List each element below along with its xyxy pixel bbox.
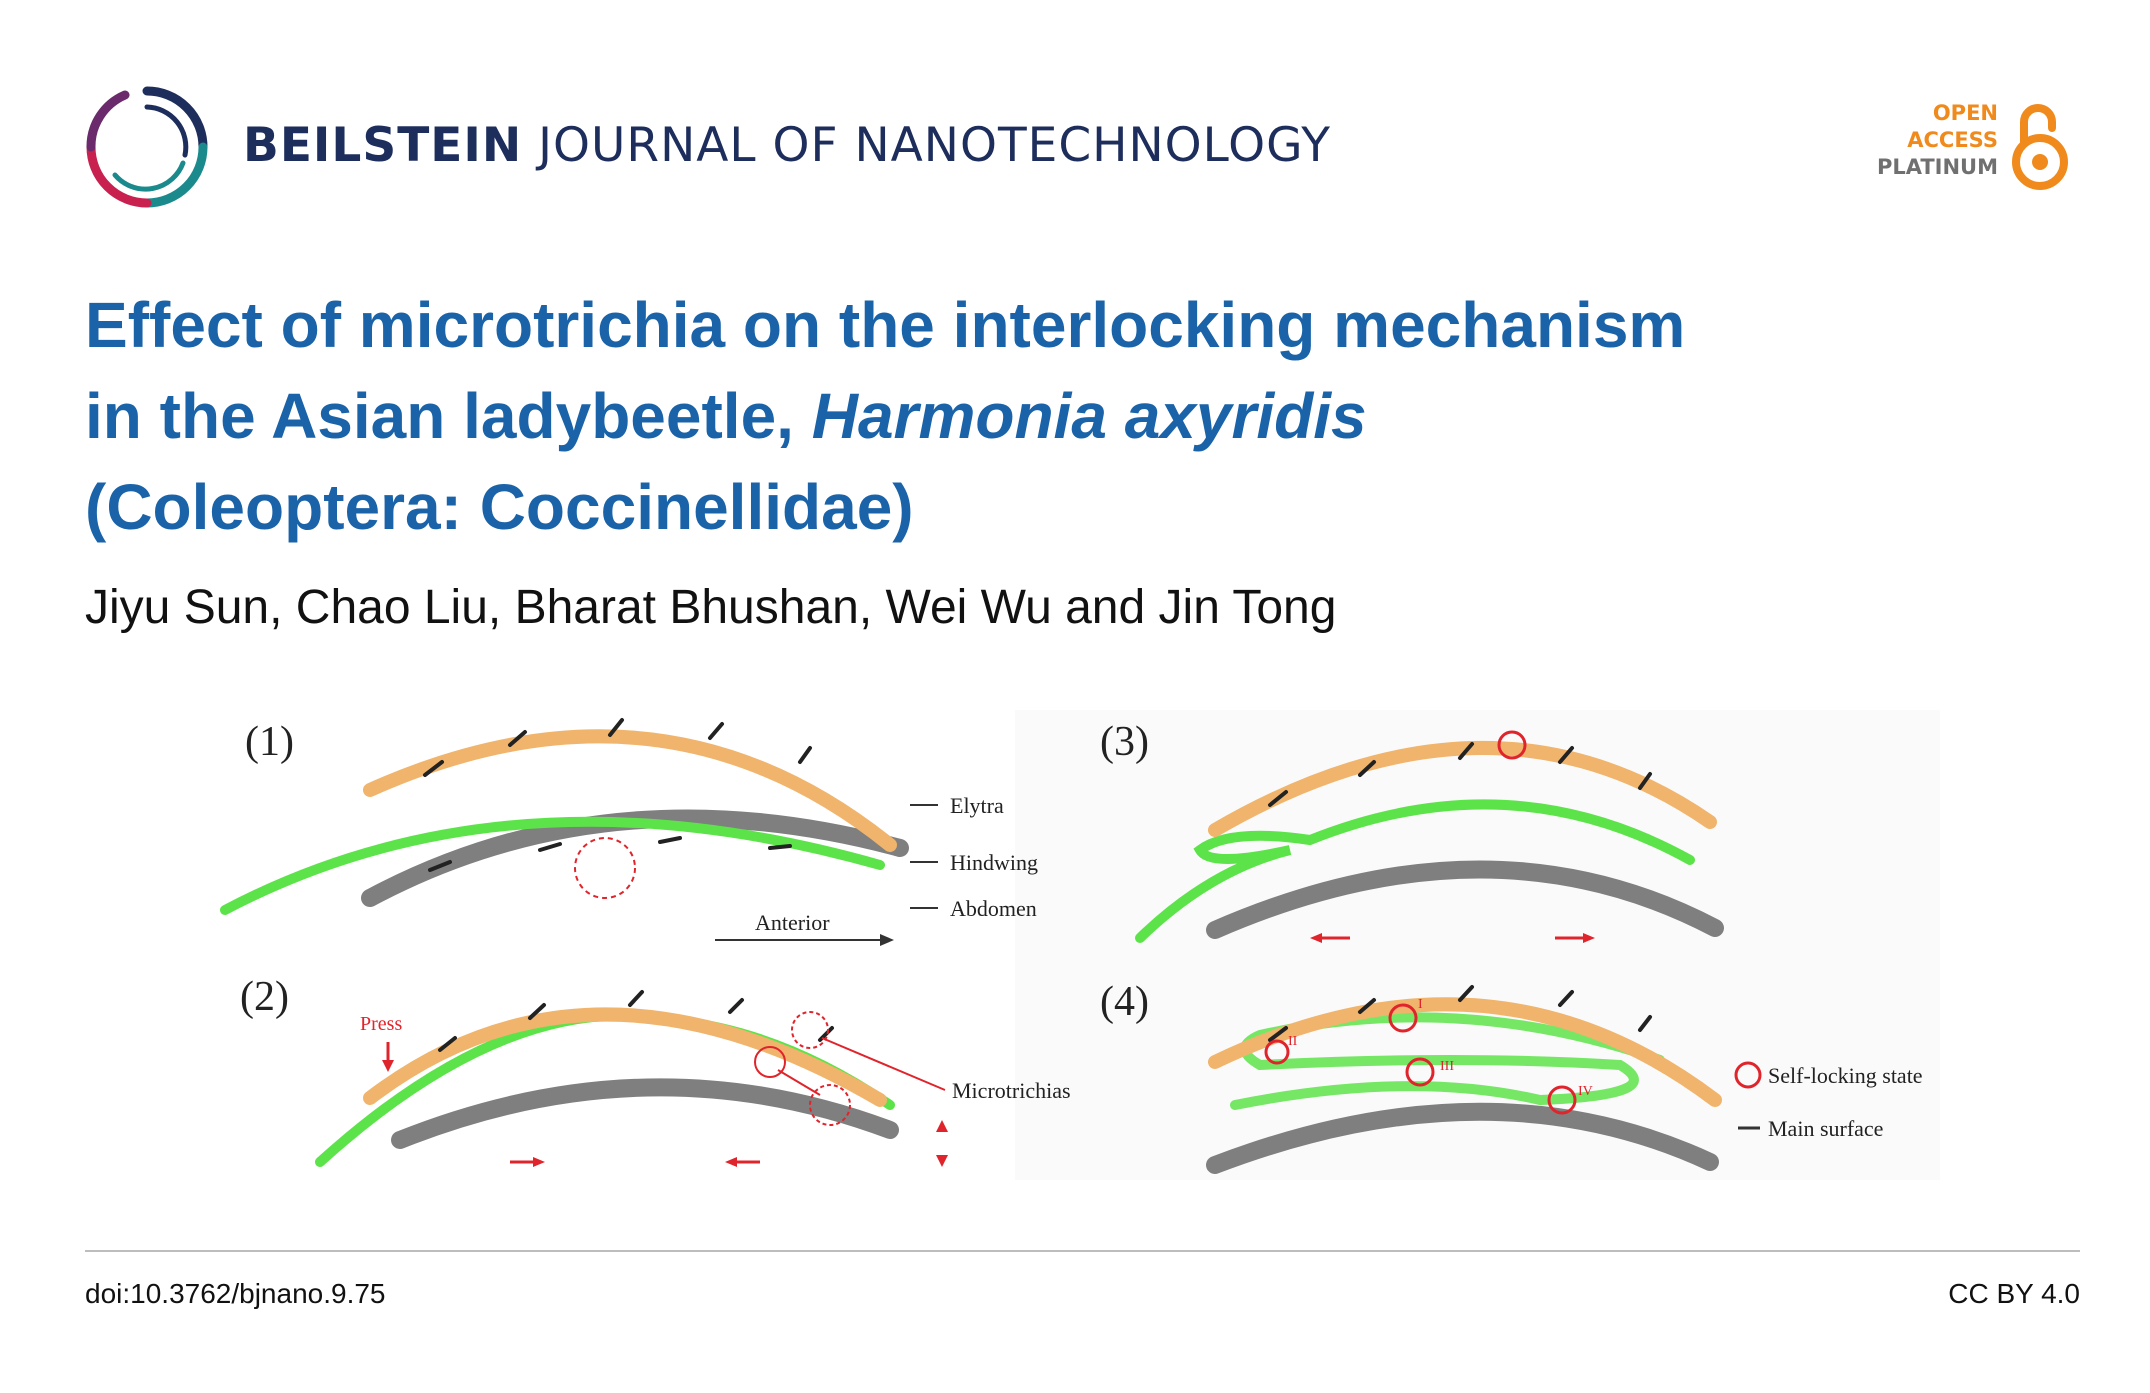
journal-name: BEILSTEIN JOURNAL OF NANOTECHNOLOGY (243, 118, 1331, 173)
access-label: ACCESS (1907, 128, 1998, 152)
license-label[interactable]: CC BY 4.0 (1948, 1278, 2080, 1309)
press-label: Press (360, 1013, 402, 1035)
mark-II: II (1288, 1034, 1298, 1049)
title-line-2: in the Asian ladybeetle, Harmonia axyrid… (85, 371, 2035, 462)
panel-4: (4) I II III IV Self-locking state Main … (1100, 979, 1923, 1174)
panel-label-2: (2) (240, 974, 289, 1020)
graphical-abstract: (1) Elytra Hindwing Abdomen Anterior (2) (210, 700, 1940, 1190)
journal-name-bold: BEILSTEIN (243, 118, 523, 173)
authors: Jiyu Sun, Chao Liu, Bharat Bhushan, Wei … (85, 581, 1337, 634)
panel-label-1: (1) (245, 719, 294, 765)
doi-link[interactable]: doi:10.3762/bjnano.9.75 (85, 1278, 386, 1309)
open-access-badge: OPEN ACCESS PLATINUM (1840, 100, 2070, 200)
panel-1: (1) Elytra Hindwing Abdomen Anterior (220, 718, 1038, 946)
platinum-label: PLATINUM (1876, 155, 1998, 179)
legend-abdomen: Abdomen (950, 896, 1037, 921)
main-surface-label: Main surface (1768, 1116, 1883, 1141)
self-locking-label: Self-locking state (1768, 1063, 1923, 1088)
footer-divider (85, 1250, 2080, 1252)
beilstein-logo-icon (86, 86, 208, 208)
open-label: OPEN (1932, 101, 1998, 125)
microtrichias-label: Microtrichias (952, 1078, 1071, 1103)
hindwing-1 (220, 816, 885, 915)
legend-hindwing: Hindwing (950, 850, 1038, 875)
elytra-1 (363, 729, 897, 852)
panel-3: (3) (1100, 719, 1724, 943)
journal-name-rest: JOURNAL OF NANOTECHNOLOGY (522, 118, 1331, 173)
article-title: Effect of microtrichia on the interlocki… (85, 280, 2035, 553)
mark-I: I (1418, 997, 1423, 1012)
mark-III: III (1440, 1059, 1454, 1074)
title-species: Harmonia axyridis (811, 380, 1367, 452)
title-line-3: (Coleoptera: Coccinellidae) (85, 471, 914, 543)
open-lock-icon (2012, 104, 2068, 190)
panel-label-4: (4) (1100, 979, 1149, 1025)
title-line-1: Effect of microtrichia on the interlocki… (85, 289, 1686, 361)
title-line-2-plain: in the Asian ladybeetle, (85, 380, 812, 452)
mark-IV: IV (1578, 1084, 1593, 1099)
panel-label-3: (3) (1100, 719, 1149, 765)
legend-anterior: Anterior (755, 910, 830, 935)
panel-2: (2) Press Microtrichias (240, 974, 1071, 1167)
legend-elytra: Elytra (950, 793, 1004, 818)
